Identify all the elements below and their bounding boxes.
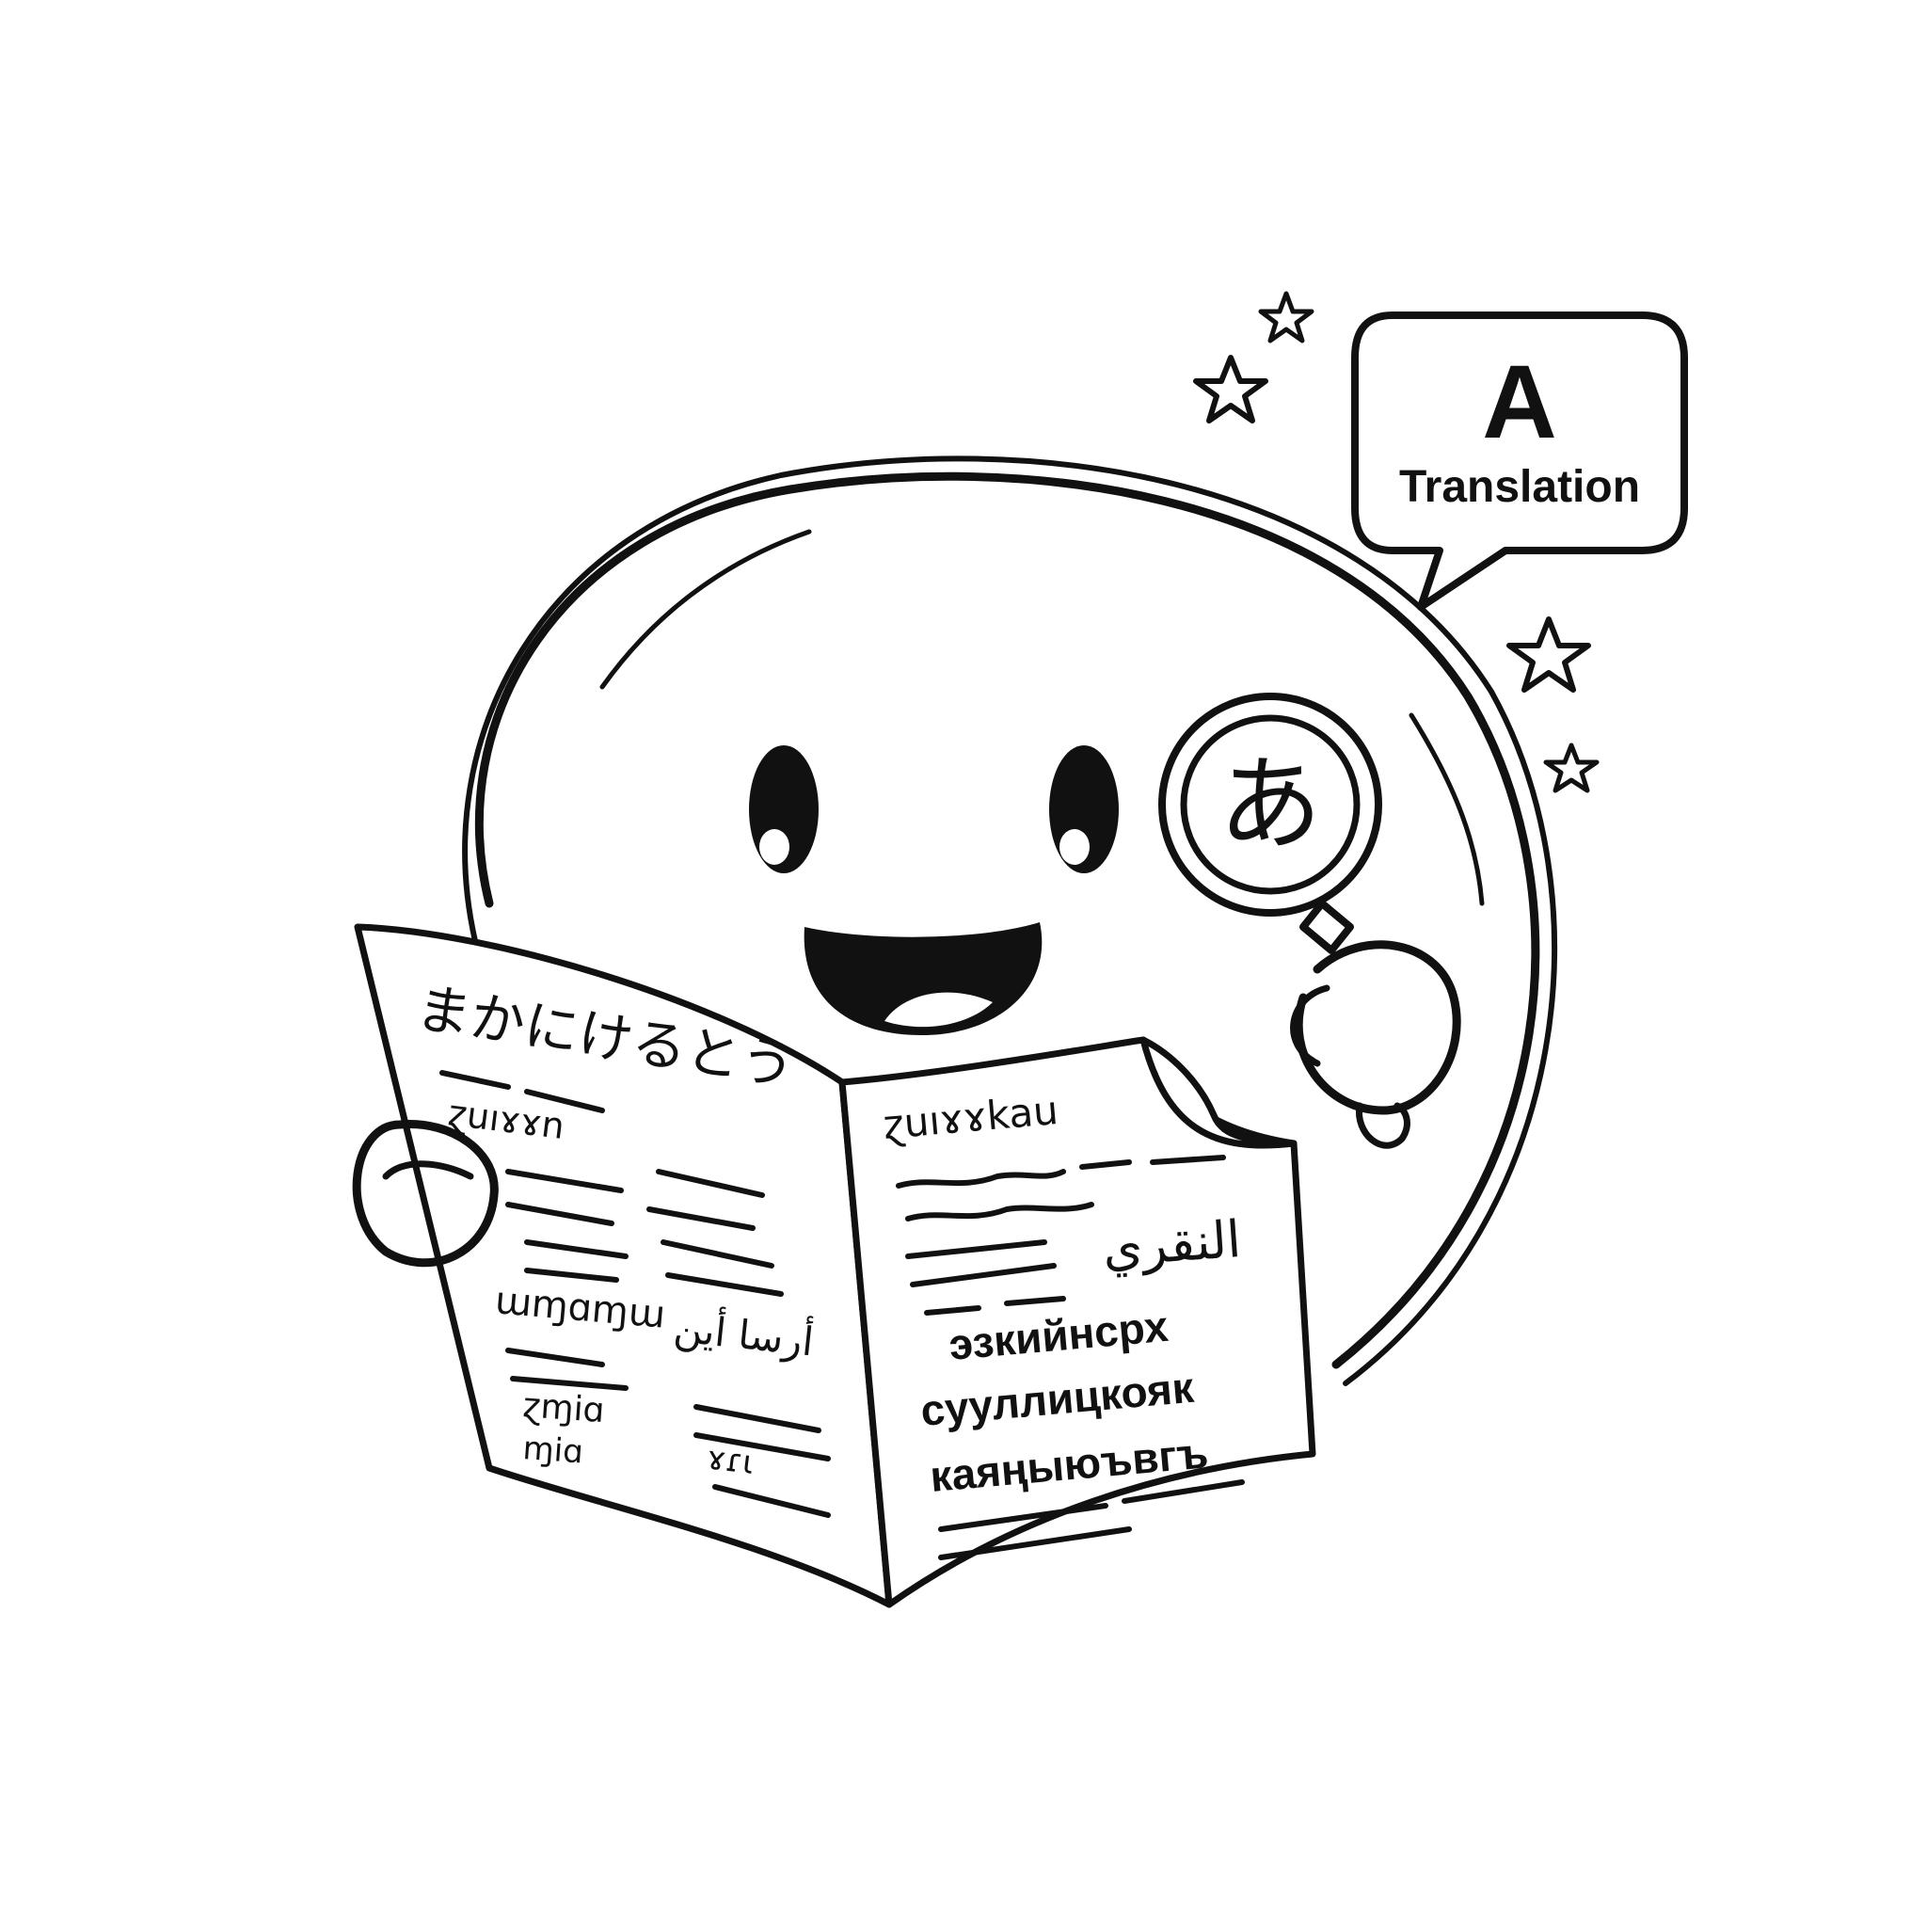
left-bottom-scribble-3: ɤɾɩ xyxy=(705,1439,756,1482)
mascot-body xyxy=(462,455,1558,1386)
star-icon xyxy=(1543,742,1600,793)
left-hand xyxy=(352,1120,499,1268)
right-arabic: النقري xyxy=(1101,1209,1243,1278)
star-icon xyxy=(1193,355,1268,423)
newspaper: まかにけるとう ɀuıɤɤn ɯɱɑɱɯ أرسا أين ɀɱiɑ ɱiɑ ɤ… xyxy=(354,923,1316,1608)
right-text-lines xyxy=(896,1155,1226,1316)
left-bottom-scribble-2: ɱiɑ xyxy=(521,1429,584,1471)
right-hand xyxy=(1290,940,1461,1149)
right-bottom-lines xyxy=(938,1479,1245,1560)
star-icon xyxy=(1506,616,1591,693)
magnifying-glass-icon: あ xyxy=(1158,693,1382,954)
left-text-lines xyxy=(439,1070,784,1297)
magnifier-glyph: あ xyxy=(1218,744,1322,865)
bubble-letter: A xyxy=(1482,344,1556,460)
mascot-eyes xyxy=(749,745,1119,873)
bubble-label: Translation xyxy=(1399,462,1640,512)
left-bottom-lines xyxy=(505,1348,831,1518)
sparkle-stars xyxy=(1193,291,1600,793)
star-icon xyxy=(1258,291,1314,343)
speech-bubble: A Translation xyxy=(1351,311,1688,611)
left-bottom-scribble-1: ɀɱiɑ xyxy=(521,1386,605,1430)
mascot-mouth xyxy=(804,922,1043,1035)
